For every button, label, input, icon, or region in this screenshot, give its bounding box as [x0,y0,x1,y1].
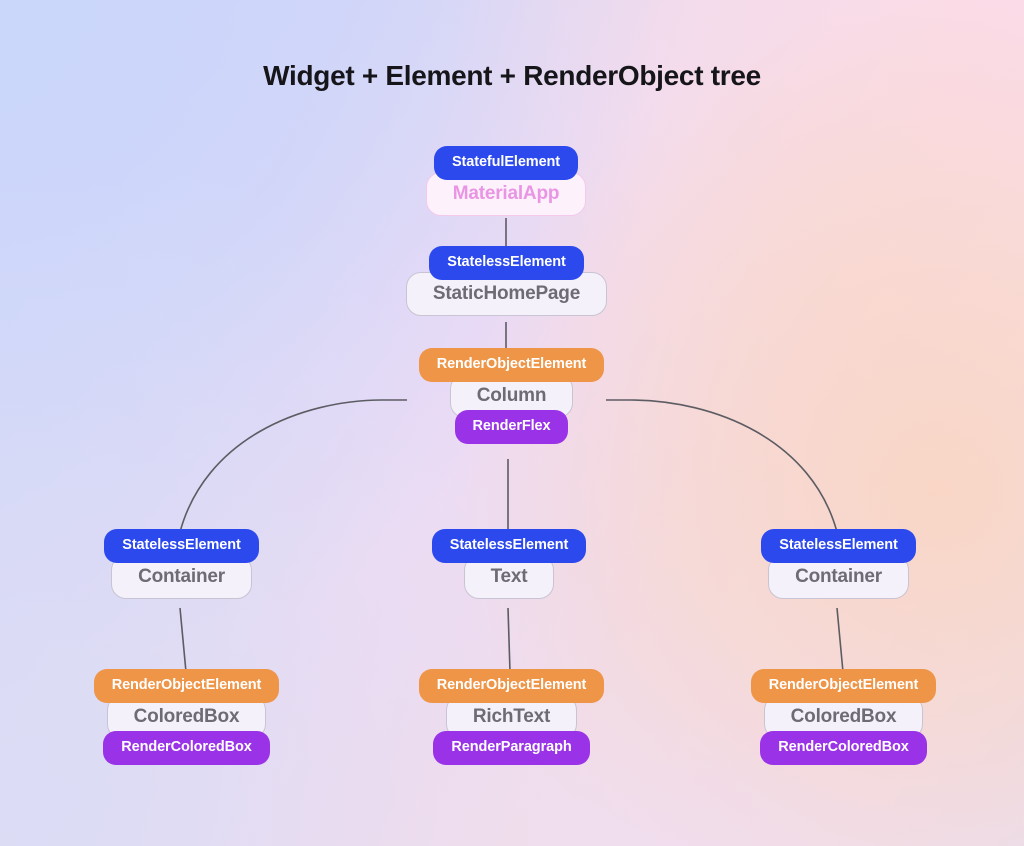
renderobject-badge-rendercoloredbox[interactable]: RenderColoredBox [103,731,270,765]
element-badge-stateless[interactable]: StatelessElement [761,529,916,563]
renderobject-badge-renderflex[interactable]: RenderFlex [454,410,569,444]
element-badge-renderobject[interactable]: RenderObjectElement [93,669,280,703]
element-badge-renderobject[interactable]: RenderObjectElement [418,669,605,703]
node-material-app[interactable]: StatefulElement MaterialApp [406,146,606,217]
edge-column-container-right [606,399,838,533]
page-title: Widget + Element + RenderObject tree [263,60,761,91]
edge-container-left-coloredbox-left [179,607,187,673]
node-container-right[interactable]: StatelessElement Container [741,529,936,600]
element-badge-stateful[interactable]: StatefulElement [433,146,579,180]
node-colored-box-right[interactable]: RenderObjectElement ColoredBox RenderCol… [712,669,975,765]
node-rich-text[interactable]: RenderObjectElement RichText RenderParag… [380,669,643,765]
element-badge-stateless[interactable]: StatelessElement [104,529,259,563]
node-colored-box-left[interactable]: RenderObjectElement ColoredBox RenderCol… [55,669,318,765]
node-text[interactable]: StatelessElement Text [412,529,606,600]
element-badge-renderobject[interactable]: RenderObjectElement [750,669,937,703]
renderobject-badge-rendercoloredbox[interactable]: RenderColoredBox [760,731,927,765]
edge-column-container-left [179,399,407,533]
node-column[interactable]: RenderObjectElement Column RenderFlex [380,348,643,444]
edge-container-right-coloredbox-right [836,607,844,673]
node-static-home-page[interactable]: StatelessElement StaticHomePage [366,246,647,317]
element-badge-stateless[interactable]: StatelessElement [431,529,587,563]
element-badge-stateless[interactable]: StatelessElement [429,246,584,280]
node-container-left[interactable]: StatelessElement Container [84,529,279,600]
element-badge-renderobject[interactable]: RenderObjectElement [418,348,605,382]
edge-text-richtext [507,607,511,673]
renderobject-badge-renderparagraph[interactable]: RenderParagraph [433,731,590,765]
